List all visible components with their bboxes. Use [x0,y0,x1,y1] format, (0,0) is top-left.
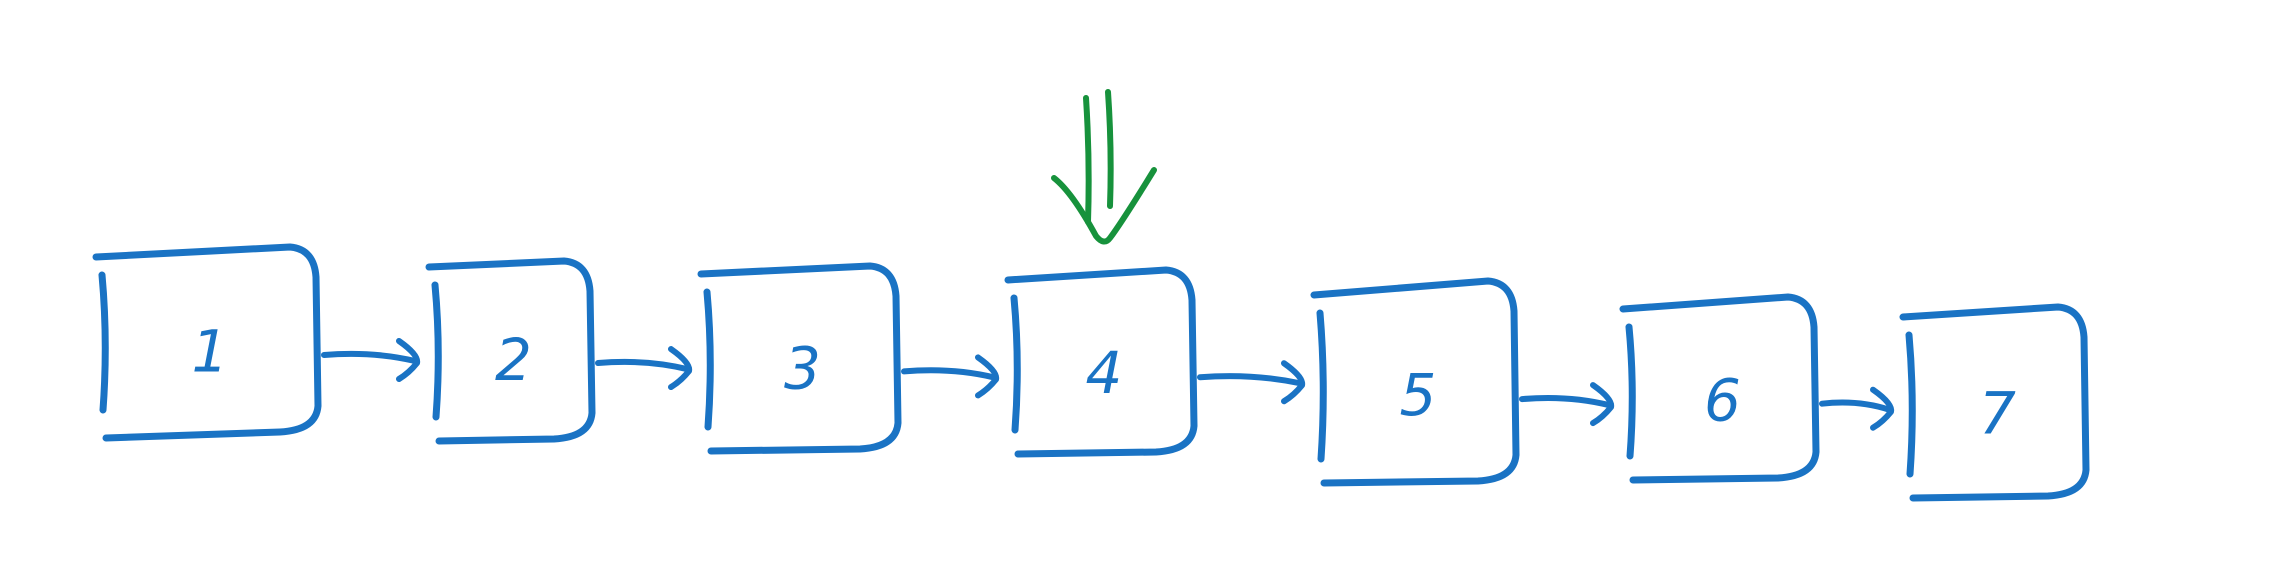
list-node-7: 7 [1899,303,2090,502]
double-down-arrow-icon [1051,89,1157,245]
nodes: 1 2 3 4 5 6 7 [92,243,2090,502]
node-left-edge [98,271,109,414]
list-node-5: 5 [1310,277,1520,487]
list-node-3: 3 [697,262,902,455]
node-value: 6 [1704,367,1741,435]
node-value: 2 [495,326,532,394]
edge-arrow [901,354,1000,399]
node-border [1619,293,1820,484]
node-left-edge [1625,323,1636,460]
edge-arrow [1519,382,1615,427]
list-node-1: 1 [92,243,322,442]
node-left-edge [1010,294,1021,434]
node-value: 7 [1979,380,2016,448]
node-left-edge [703,288,714,431]
arrow-head [975,354,1000,399]
node-left-edge [431,281,442,421]
node-border [1310,277,1520,487]
list-node-2: 2 [425,257,596,445]
node-value: 3 [784,335,821,403]
arrow-shaft [1519,394,1612,409]
arrow-shaft [901,367,997,381]
arrow-shaft [1819,399,1892,413]
node-value: 4 [1086,339,1123,407]
node-border [1004,266,1198,458]
pointer-head [1051,167,1157,245]
arrow-shaft [1197,373,1303,387]
arrow-head [396,338,421,382]
arrow-shaft [595,358,690,373]
list-node-4: 4 [1004,266,1198,458]
edges [321,338,1895,431]
pointer-shaft-right [1105,89,1114,209]
node-border [425,257,596,445]
arrow-head [1870,386,1895,431]
edge-arrow [1819,386,1895,431]
node-border [1899,303,2090,502]
edge-arrow [321,338,421,382]
node-value: 5 [1400,361,1437,429]
arrow-head [1590,382,1615,427]
list-node-6: 6 [1619,293,1820,484]
node-border [697,262,902,455]
arrow-shaft [321,350,418,364]
node-border [92,243,322,442]
arrow-head [668,346,693,391]
node-left-edge [1316,309,1327,463]
pointer-shaft-left [1083,95,1092,225]
node-value: 1 [192,318,229,386]
node-left-edge [1905,331,1916,478]
arrow-head [1281,360,1306,405]
edge-arrow [595,346,693,391]
edge-arrow [1197,360,1306,405]
pointer-marker [1051,89,1157,245]
